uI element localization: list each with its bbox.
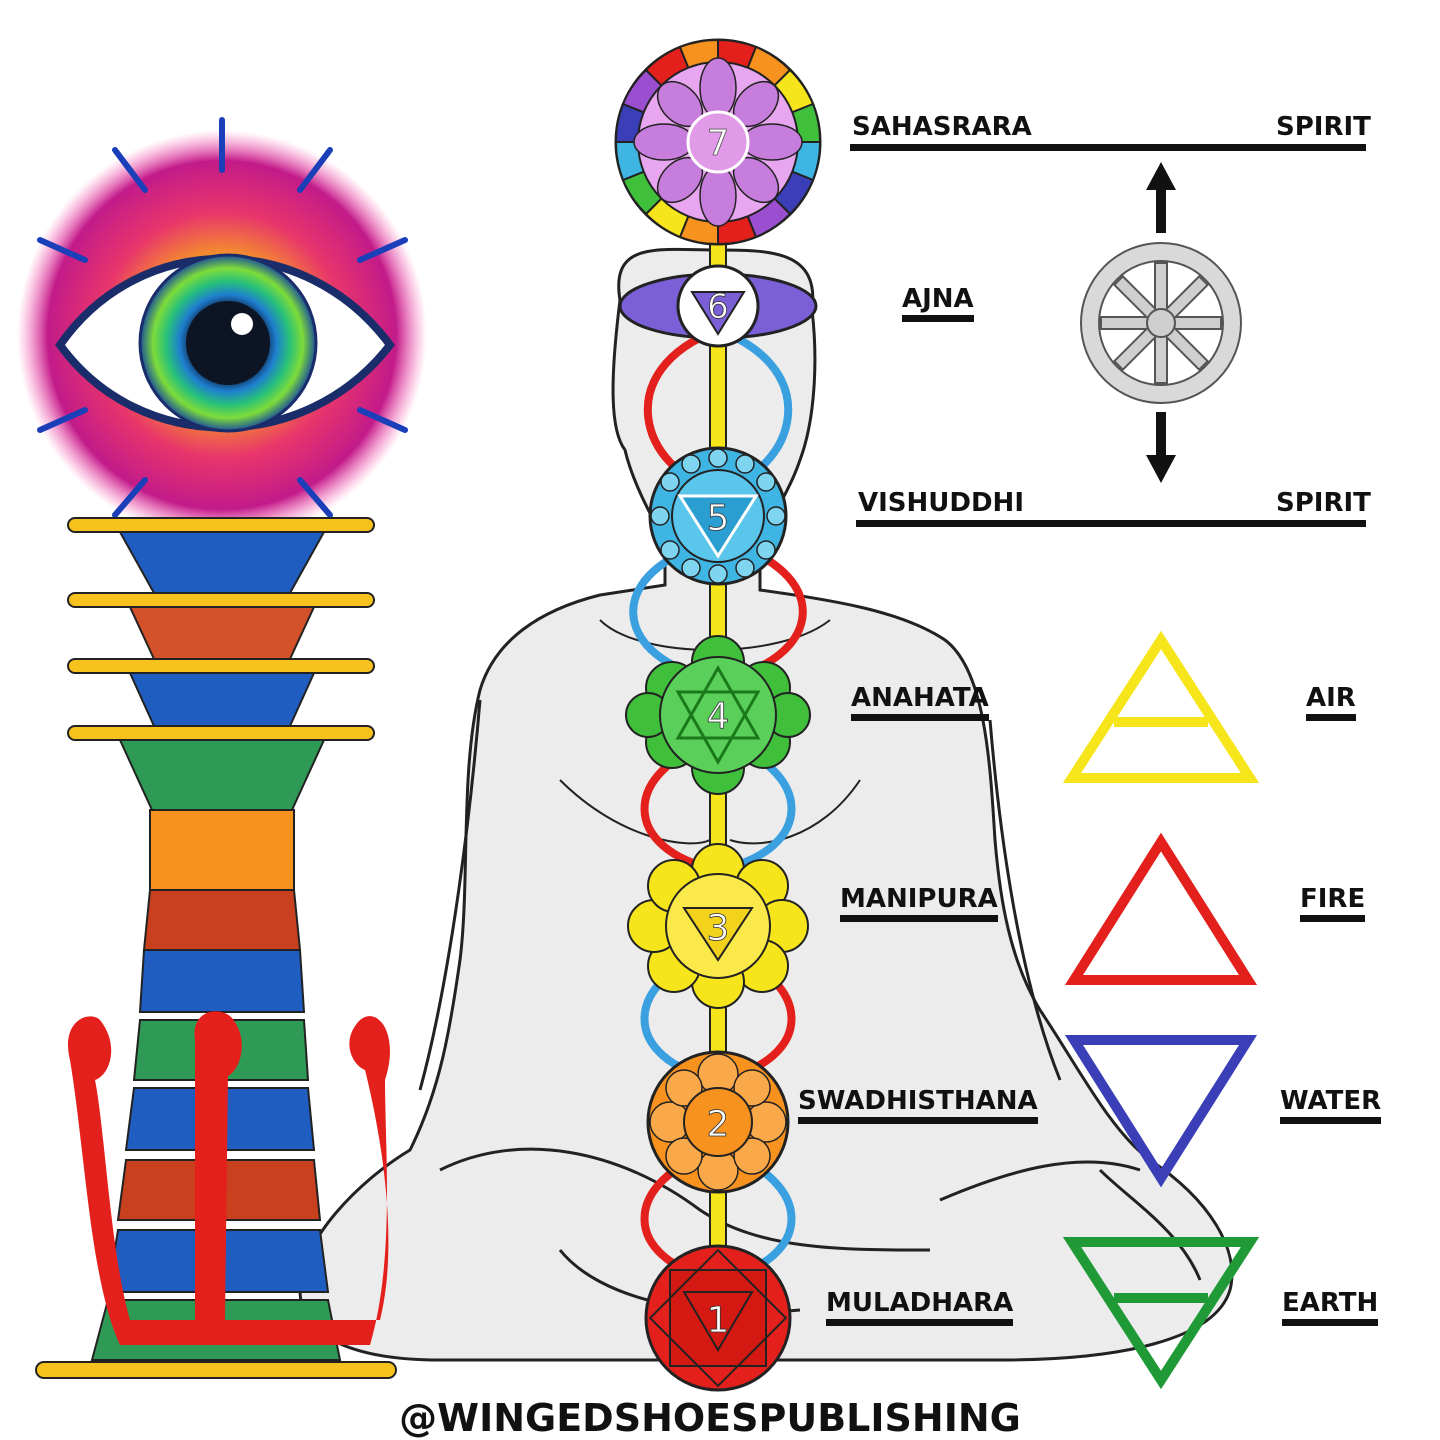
chakra-6-number: 6 bbox=[707, 287, 729, 327]
djed-pillar-icon bbox=[35, 517, 397, 1379]
chakra-2-number: 2 bbox=[707, 1104, 730, 1145]
third-eye-icon bbox=[17, 117, 427, 540]
chakra-3-manipura: 3 bbox=[627, 843, 809, 1009]
label-ajna: AJNA bbox=[902, 284, 974, 322]
chakra-5-number: 5 bbox=[707, 498, 730, 539]
chakra-7-sahasrara: 7 bbox=[614, 38, 822, 246]
label-water: WATER bbox=[1280, 1086, 1382, 1124]
air-symbol bbox=[1062, 630, 1260, 783]
label-sahasrara: SAHASRARA bbox=[852, 112, 1032, 142]
chakra-1-number: 1 bbox=[707, 1300, 730, 1341]
label-spirit-top: SPIRIT bbox=[1276, 112, 1371, 142]
watermark: @WINGEDSHOESPUBLISHING bbox=[399, 1396, 1021, 1440]
label-muladhara: MULADHARA bbox=[826, 1288, 1014, 1326]
vishuddhi-rule bbox=[856, 520, 1366, 527]
chakra-4-number: 4 bbox=[707, 696, 730, 737]
label-spirit-bottom: SPIRIT bbox=[1276, 488, 1371, 518]
label-fire: FIRE bbox=[1300, 884, 1366, 922]
chakra-2-swadhisthana: 2 bbox=[646, 1050, 790, 1194]
chakra-4-anahata: 4 bbox=[625, 635, 811, 795]
label-air: AIR bbox=[1306, 683, 1356, 721]
chakra-6-ajna: 6 bbox=[618, 264, 818, 348]
fire-symbol bbox=[1064, 832, 1258, 985]
sahasrara-rule bbox=[850, 144, 1366, 151]
chakra-5-vishuddhi: 5 bbox=[648, 446, 788, 586]
water-symbol bbox=[1064, 1035, 1258, 1188]
arrow-down-icon bbox=[1146, 412, 1176, 483]
earth-symbol bbox=[1062, 1237, 1260, 1390]
arrow-up-icon bbox=[1146, 162, 1176, 233]
label-vishuddhi: VISHUDDHI bbox=[858, 488, 1024, 518]
chakra-3-number: 3 bbox=[707, 908, 730, 949]
dharma-wheel-icon bbox=[1080, 242, 1242, 404]
chakra-1-muladhara: 1 bbox=[644, 1244, 792, 1392]
meditating-figure bbox=[298, 247, 1234, 1362]
chakra-7-number: 7 bbox=[707, 123, 730, 164]
label-swadhisthana: SWADHISTHANA bbox=[798, 1086, 1038, 1124]
label-anahata: ANAHATA bbox=[851, 683, 989, 721]
shin-letter-icon bbox=[67, 1011, 390, 1345]
label-earth: EARTH bbox=[1282, 1288, 1379, 1326]
label-manipura: MANIPURA bbox=[840, 884, 998, 922]
